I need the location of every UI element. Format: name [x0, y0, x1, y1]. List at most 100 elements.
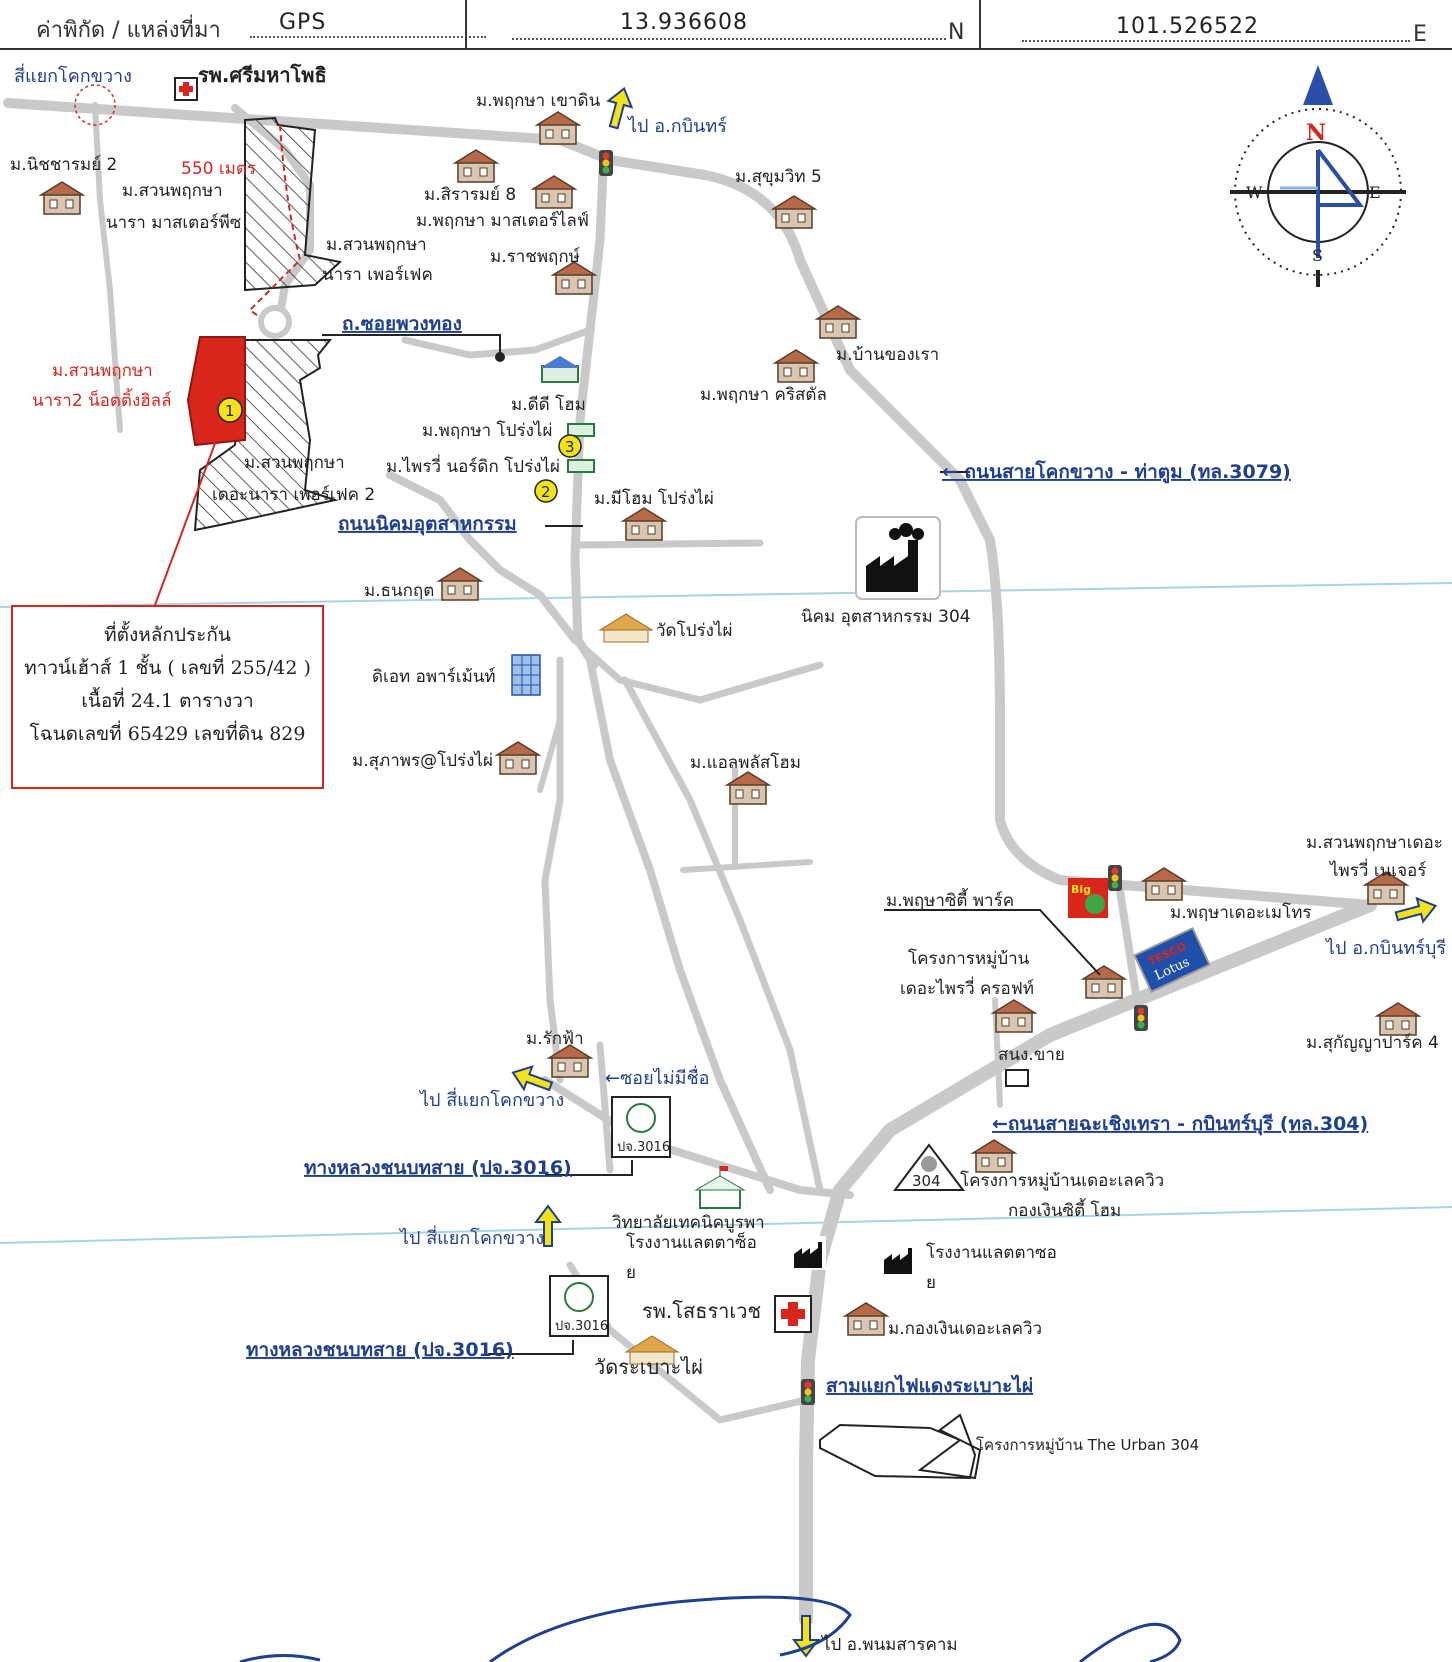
- label-village-allplus: ม.แอลพลัสโฮม: [690, 752, 801, 773]
- label-village-prongphai: ม.พฤกษา โปร่งไผ่: [422, 420, 552, 441]
- label-village-ratchaphruek: ม.ราชพฤกษ์: [490, 247, 580, 267]
- label-village-meehome: ม.มีโฮม โปร่งไผ่: [594, 488, 714, 509]
- coordinate-header: ค่าพิกัด / แหล่งที่มา GPS 13.936608 N 10…: [0, 0, 1452, 50]
- hospital-icon: [774, 1295, 812, 1333]
- label-to-phanom: ไป อ.พนมสารคาม: [820, 1634, 958, 1655]
- label-sanong-khai: สนง.ขาย: [998, 1045, 1065, 1065]
- label-subject-village-2: นารา2 น็อตติ้งฮิลล์: [32, 388, 172, 411]
- header-divider: [979, 0, 981, 48]
- local-road-sign: ปจ.3016: [549, 1275, 609, 1337]
- leader-line: [488, 1340, 574, 1355]
- label-to-intersection-1: ไป สี่แยกโคกขวาง: [418, 1087, 564, 1111]
- header-divider: [465, 0, 467, 48]
- label-college-2: โรงงานแลตตาซ็อ: [626, 1231, 757, 1253]
- label-village-supaporn: ม.สุภาพร@โปร่งไผ่: [352, 750, 493, 771]
- label-village-suan-pray-2: ไพรวี่ เนเจอร์: [1328, 858, 1426, 881]
- traffic-light-icon: [1134, 1005, 1148, 1031]
- industrial-estate-icon: [855, 516, 941, 600]
- house-icon: [454, 149, 498, 183]
- lotus-store-icon: TESCO Lotus: [1133, 927, 1211, 993]
- label-village-nichcharam: ม.นิชชารมย์ 2: [10, 155, 117, 175]
- label-village-baankhongrao: ม.บ้านของเรา: [836, 345, 939, 365]
- collateral-line-3: โฉนดเลขที่ 65429 เลขที่ดิน 829: [29, 723, 306, 745]
- svg-text:1: 1: [225, 402, 235, 420]
- latitude-value: 13.936608: [620, 10, 748, 35]
- roundabout: [258, 305, 292, 339]
- label-village-perfect2-2: เดอะนารา เพอร์เฟค 2: [212, 485, 375, 505]
- label-village-pray-nordic: ม.ไพรวี่ นอร์ดิก โปร่งไผ่: [386, 454, 560, 477]
- label-project-craft-1: โครงการหมู่บ้าน: [908, 948, 1030, 969]
- house-icon: [536, 111, 580, 145]
- label-village-masterlife: ม.พฤกษา มาสเตอร์ไลฟ์: [416, 210, 589, 231]
- label-village-perfect-1: ม.สวนพฤกษา: [326, 235, 427, 255]
- leader-dot: [495, 352, 505, 362]
- local-road-sign: ปจ.3016: [611, 1096, 671, 1158]
- label-factory-latta-2: ย: [926, 1273, 936, 1293]
- label-village-perfect-2: นารา เพอร์เฟค: [322, 265, 433, 285]
- dotted-leader: [1022, 40, 1410, 42]
- label-road-3079: ← ถนนสายโคกขวาง - ท่าตูม (ทล.3079): [942, 460, 1291, 484]
- label-village-perfect2-1: ม.สวนพฤกษา: [244, 453, 345, 473]
- traffic-light-icon: [1108, 865, 1122, 891]
- label-rural-road-1: ทางหลวงชนบทสาย (ปจ.3016): [304, 1157, 572, 1179]
- house-icon: [532, 175, 576, 209]
- label-temple-prongphai: วัดโปร่งไผ่: [656, 620, 732, 641]
- college-icon: [694, 1166, 746, 1209]
- land-parcel-north: [244, 116, 343, 292]
- label-road-304: ←ถนนสายฉะเชิงเทรา - กบินทร์บุรี (ทล.304): [992, 1113, 1368, 1136]
- svg-text:Big: Big: [1071, 883, 1091, 896]
- marker-3: 3: [558, 434, 582, 458]
- compass-north: N: [1306, 120, 1326, 146]
- sales-office-icon: [1005, 1069, 1029, 1087]
- label-village-suan-pray-1: ม.สวนพฤกษาเดอะ: [1306, 833, 1443, 853]
- label-village-deedee: ม.ดีดี โฮม: [511, 394, 586, 415]
- collateral-line-2: เนื้อที่ 24.1 ตารางวา: [81, 690, 254, 712]
- latitude-suffix: N: [948, 20, 965, 45]
- leader-line: [545, 1160, 633, 1176]
- house-icon: [972, 1139, 1016, 1173]
- label-to-kabinburi: ไป อ.กบินทร์บุรี: [1324, 937, 1446, 959]
- subject-parcel: [186, 336, 246, 447]
- label-college-1: วิทยาลัยเทคนิคบูรพา: [612, 1213, 765, 1233]
- longitude-suffix: E: [1413, 22, 1427, 47]
- temple-icon: [599, 613, 653, 643]
- road-network: [3, 98, 1377, 1627]
- label-village-rakfa: ม.รักฟ้า: [526, 1029, 584, 1049]
- label-soi-unnamed: ←ซอยไม่มีชื่อ: [605, 1065, 709, 1089]
- house-icon: [844, 1302, 888, 1336]
- coordinate-label: ค่าพิกัด / แหล่งที่มา: [36, 18, 221, 43]
- svg-text:ปจ.3016: ปจ.3016: [555, 1319, 608, 1334]
- svg-text:ปจ.3016: ปจ.3016: [617, 1140, 670, 1155]
- compass-west: W: [1246, 183, 1263, 202]
- label-project-lakeview: โครงการหมู่บ้านเดอะเลควิว: [960, 1170, 1164, 1191]
- house-icon: [438, 567, 482, 601]
- land-parcel-south: [193, 339, 339, 532]
- label-village-metro: ม.พฤษาเดอะเมโทร: [1170, 902, 1312, 923]
- label-intersection-north: สี่แยกโคกขวาง: [14, 63, 132, 87]
- urban-304-outline: [819, 1413, 982, 1480]
- apartment-icon: [511, 654, 541, 696]
- house-icon: [992, 999, 1036, 1033]
- house-icon: [774, 349, 818, 383]
- svg-text:3: 3: [565, 438, 575, 456]
- route-304-shield: 304: [892, 1143, 966, 1191]
- scan-line: [0, 582, 1452, 608]
- marker-2: 2: [534, 479, 558, 503]
- collateral-line-1: ทาวน์เฮ้าส์ 1 ชั้น ( เลขที่ 255/42 ): [24, 657, 311, 679]
- dotted-leader: [250, 36, 486, 38]
- bigc-store-icon: Big: [1068, 878, 1108, 918]
- house-icon: [772, 195, 816, 229]
- house-icon: [622, 507, 666, 541]
- label-village-thanakrit: ม.ธนกฤต: [364, 581, 434, 601]
- label-village-sukanya: ม.สุกัญญาปาร์ค 4: [1306, 1033, 1439, 1053]
- label-apartment: ดิเอท อพาร์เม้นท์: [372, 667, 496, 687]
- gps-source: GPS: [279, 10, 327, 35]
- label-factory-latta-1: โรงงานแลตตาซอ: [926, 1242, 1057, 1263]
- label-village-suan-master-2: นารา มาสเตอร์พีซ: [106, 213, 241, 233]
- label-industrial-estate: นิคม อุตสาหกรรม 304: [801, 607, 971, 627]
- marker-1: 1: [217, 397, 243, 423]
- label-rural-road-2: ทางหลวงชนบทสาย (ปจ.3016): [246, 1339, 514, 1361]
- label-village-sukhumvit: ม.สุขุมวิท 5: [735, 167, 822, 187]
- house-icon: [1376, 1002, 1420, 1036]
- collateral-info-box: ที่ตั้งหลักประกัน ทาวน์เฮ้าส์ 1 ชั้น ( เ…: [11, 605, 324, 789]
